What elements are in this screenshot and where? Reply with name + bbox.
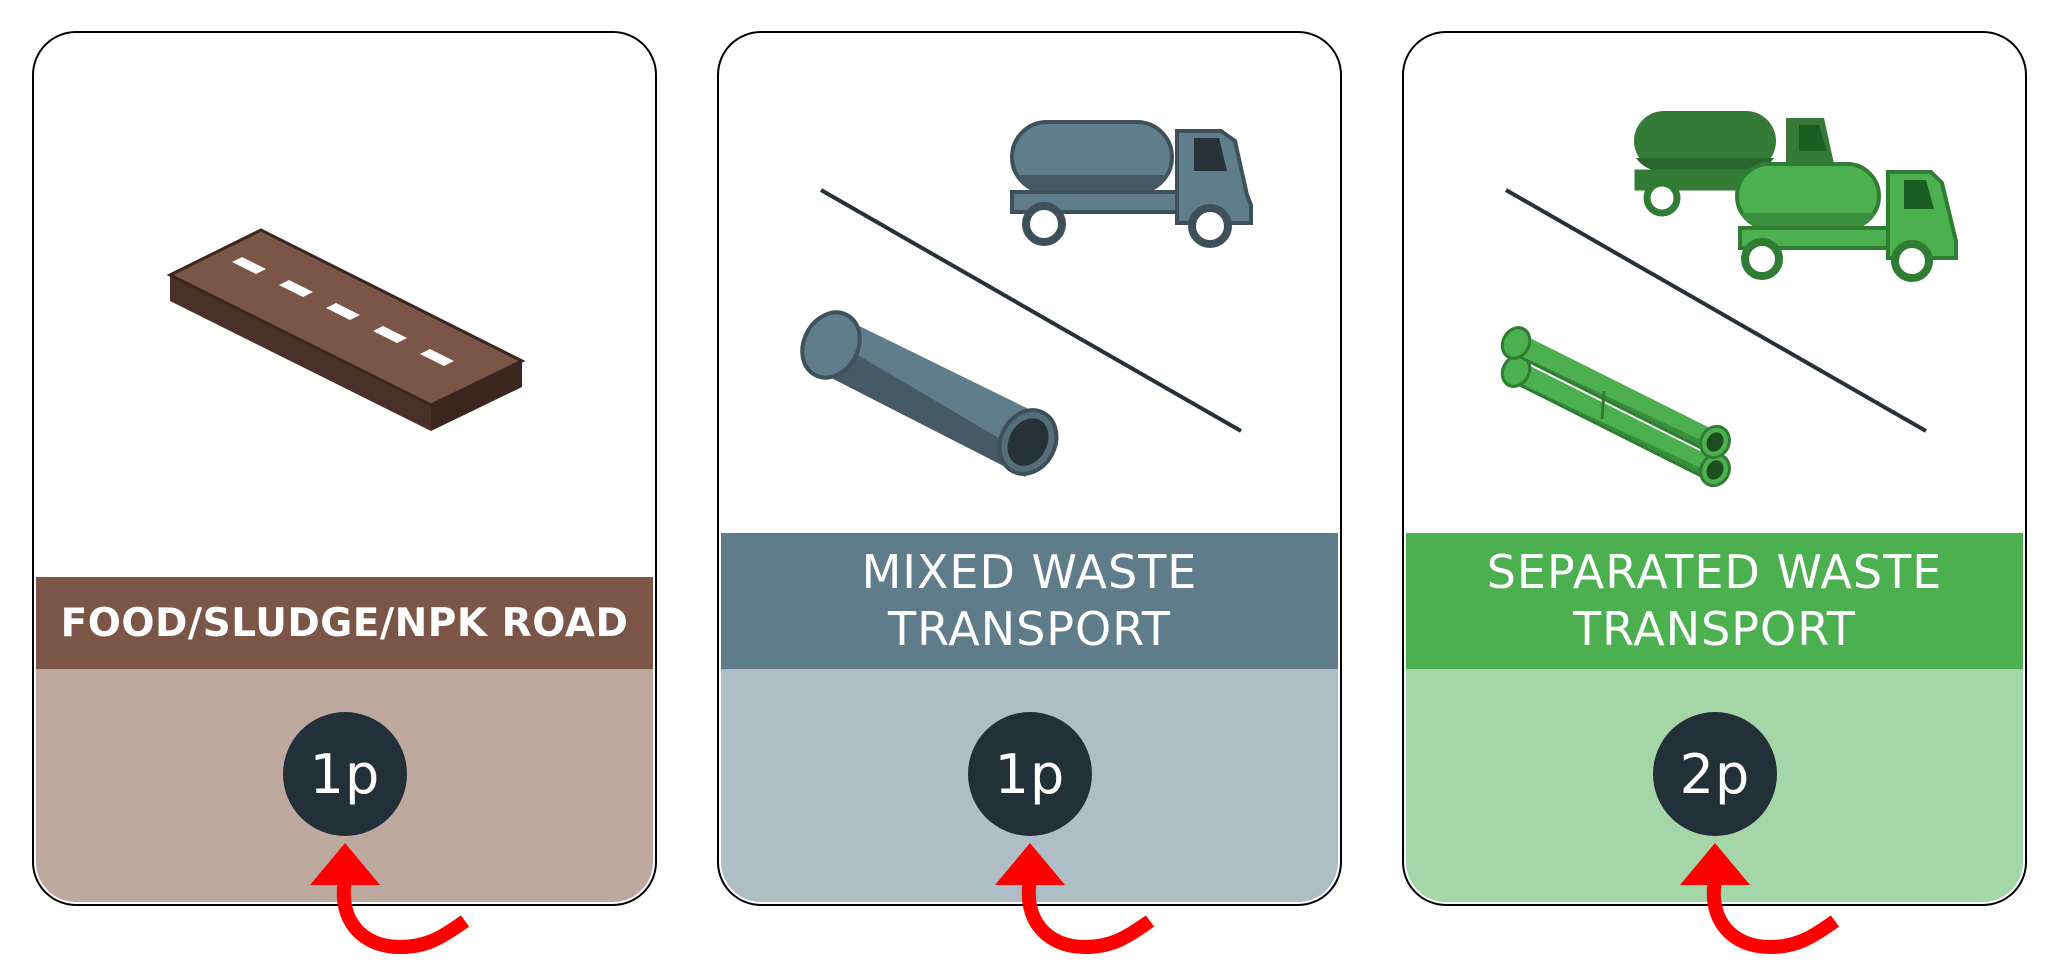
tanker-truck-icon [1735, 162, 1958, 282]
pipe-and-tanker-truck-icon [800, 120, 1253, 477]
double-pipe-and-tanker-trucks-icon [1500, 111, 1958, 488]
tanker-truck-icon [1634, 111, 1836, 217]
rotate-arrow-icon[interactable] [985, 835, 1165, 955]
cost-badge: 1p [968, 712, 1092, 836]
cost-badge: 2p [1653, 712, 1777, 836]
tanker-truck-icon [1010, 120, 1253, 248]
road-icon [166, 228, 526, 431]
card-food-sludge-npk-road[interactable]: FOOD/SLUDGE/NPK ROAD [32, 31, 657, 906]
card-title: MIXED WASTE TRANSPORT [721, 533, 1338, 669]
pipe-icon [800, 310, 1059, 477]
card-title: FOOD/SLUDGE/NPK ROAD [36, 577, 653, 669]
pipe-icon [1500, 326, 1731, 488]
cost-badge: 1p [283, 712, 407, 836]
rotate-arrow-icon[interactable] [1670, 835, 1850, 955]
rotate-arrow-icon[interactable] [300, 835, 480, 955]
card-title: SEPARATED WASTE TRANSPORT [1406, 533, 2023, 669]
